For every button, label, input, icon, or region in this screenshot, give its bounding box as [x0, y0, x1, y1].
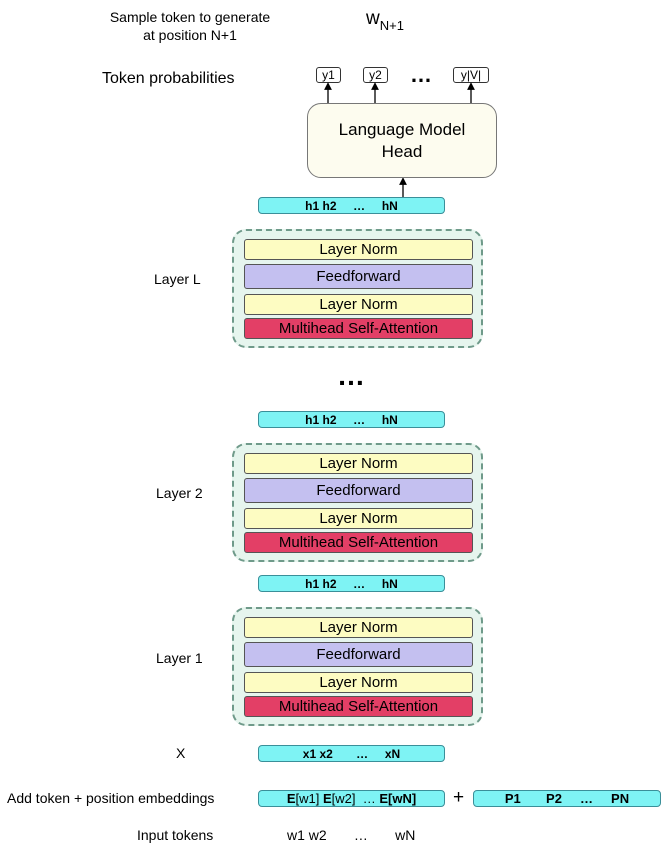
layer-L-label: Layer L — [154, 271, 201, 287]
next-token-symbol: wN+1 — [366, 8, 404, 33]
input-tokens: w1 w2 … wN — [287, 827, 416, 843]
layer-1-norm-top: Layer Norm — [244, 617, 473, 638]
head-line2: Head — [381, 141, 423, 161]
layer-2-attention: Multihead Self-Attention — [244, 532, 473, 553]
sample-caption-line1: Sample token to generate — [109, 9, 271, 25]
next-token-w: w — [366, 8, 380, 29]
layer-1-norm-bottom: Layer Norm — [244, 672, 473, 693]
input-x-bar: x1 x2 … xN — [258, 745, 445, 762]
layer-L-norm-top: Layer Norm — [244, 239, 473, 260]
layer-2-feedforward: Feedforward — [244, 478, 473, 503]
layer-L: Layer Norm Feedforward Layer Norm Multih… — [232, 229, 483, 348]
output-ellipsis: … — [410, 62, 432, 87]
embed-E1: E — [286, 791, 296, 806]
output-y1: y1 — [316, 67, 341, 83]
language-model-head: Language Model Head — [307, 103, 497, 178]
embed-w1: [w1] — [295, 791, 323, 806]
input-tokens-label: Input tokens — [137, 827, 214, 843]
plus-sign: + — [453, 787, 465, 808]
head-line1: Language Model — [338, 119, 466, 139]
hidden-states-low: h1 h2 … hN — [258, 575, 445, 592]
sample-caption-line2: at position N+1 — [143, 27, 237, 43]
layers-ellipsis: … — [337, 360, 365, 391]
output-y2: y2 — [363, 67, 388, 83]
hidden-states-mid: h1 h2 … hN — [258, 411, 445, 428]
hidden-states-top: h1 h2 … hN — [258, 197, 445, 214]
layer-1-feedforward: Feedforward — [244, 642, 473, 667]
layer-1: Layer Norm Feedforward Layer Norm Multih… — [232, 607, 483, 726]
embed-w2: [w2] … — [331, 791, 380, 806]
layer-2-norm-bottom: Layer Norm — [244, 508, 473, 529]
layer-1-attention: Multihead Self-Attention — [244, 696, 473, 717]
layer-2-label: Layer 2 — [156, 485, 203, 501]
token-embeddings-bar: E[w1] E[w2] … E[wN] — [258, 790, 445, 807]
layer-L-attention: Multihead Self-Attention — [244, 318, 473, 339]
embed-E3: E[wN] — [379, 791, 417, 806]
position-embeddings-bar: P1 P2 … PN — [473, 790, 661, 807]
sample-token-caption: Sample token to generate at position N+1 — [95, 8, 285, 44]
x-label: X — [176, 745, 186, 761]
embeddings-label: Add token + position embeddings — [7, 790, 215, 806]
layer-2: Layer Norm Feedforward Layer Norm Multih… — [232, 443, 483, 562]
token-probabilities-label: Token probabilities — [102, 70, 235, 87]
layer-L-feedforward: Feedforward — [244, 264, 473, 289]
layer-2-norm-top: Layer Norm — [244, 453, 473, 474]
layer-L-norm-bottom: Layer Norm — [244, 294, 473, 315]
next-token-subscript: N+1 — [379, 18, 404, 33]
layer-1-label: Layer 1 — [156, 650, 203, 666]
embed-E2: E — [322, 791, 332, 806]
